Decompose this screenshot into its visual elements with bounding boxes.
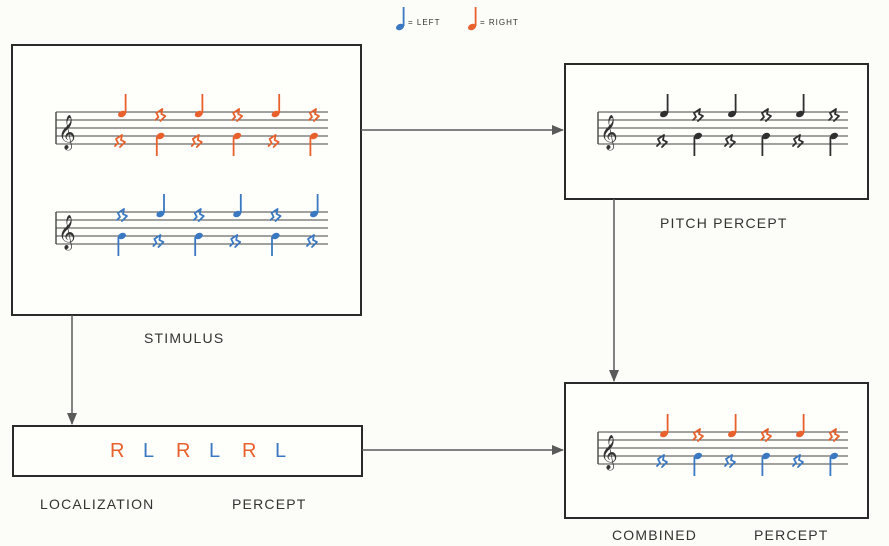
quarter-note xyxy=(271,94,281,118)
quarter-rest xyxy=(152,234,165,248)
quarter-rest xyxy=(154,108,167,122)
pitch-percept-box xyxy=(564,63,869,200)
quarter-rest xyxy=(114,134,126,148)
quarter-note xyxy=(271,232,280,256)
quarter-note xyxy=(155,132,165,156)
pitch-percept-staff: 𝄞 xyxy=(597,94,848,156)
quarter-note xyxy=(693,452,703,476)
quarter-note xyxy=(761,452,771,476)
quarter-rest xyxy=(792,134,804,148)
quarter-note xyxy=(693,132,703,156)
loc-letter-5: R xyxy=(242,440,257,462)
legend-left-text: = LEFT xyxy=(408,18,441,27)
quarter-note xyxy=(727,414,737,438)
quarter-note xyxy=(467,7,477,31)
treble-clef-icon: 𝄞 xyxy=(58,215,76,251)
quarter-note xyxy=(233,194,242,218)
loc-letter-2: L xyxy=(143,440,155,462)
quarter-rest xyxy=(269,208,282,222)
quarter-note xyxy=(659,414,669,438)
quarter-note xyxy=(156,194,165,218)
treble-clef-icon: 𝄞 xyxy=(58,115,76,151)
quarter-rest xyxy=(828,428,840,442)
treble-clef-icon: 𝄞 xyxy=(600,435,618,471)
quarter-note xyxy=(795,414,805,438)
quarter-note xyxy=(761,132,771,156)
combined-percept-box xyxy=(564,382,869,519)
stimulus-box xyxy=(11,44,362,316)
loc-letter-3: R xyxy=(176,440,191,462)
quarter-rest xyxy=(828,108,840,122)
localization-label: LOCALIZATION xyxy=(40,496,155,512)
combined-percept-staff: 𝄞 xyxy=(597,414,848,476)
loc-letter-6: L xyxy=(275,440,287,462)
quarter-note xyxy=(309,194,319,218)
quarter-note xyxy=(194,232,203,256)
quarter-note xyxy=(117,232,127,256)
quarter-rest xyxy=(656,454,668,468)
quarter-note xyxy=(829,132,839,156)
quarter-note xyxy=(232,132,242,156)
quarter-rest xyxy=(116,208,128,222)
loc-letter-4: L xyxy=(209,440,221,462)
stimulus-left-ear-staff: 𝄞 xyxy=(55,194,328,256)
quarter-rest xyxy=(760,428,772,442)
quarter-note xyxy=(795,94,805,118)
localization-box xyxy=(12,425,363,477)
stimulus-right-ear-staff: 𝄞 xyxy=(55,94,328,156)
localization-percept-label: PERCEPT xyxy=(232,496,307,512)
quarter-rest xyxy=(308,108,320,122)
quarter-note xyxy=(659,94,669,118)
quarter-rest xyxy=(229,234,242,248)
quarter-rest xyxy=(231,108,244,122)
quarter-note xyxy=(309,132,319,156)
quarter-note xyxy=(117,94,127,118)
quarter-note xyxy=(727,94,737,118)
quarter-note xyxy=(395,7,405,31)
quarter-rest xyxy=(306,234,318,248)
quarter-rest xyxy=(760,108,772,122)
pitch-percept-label: PITCH PERCEPT xyxy=(660,215,788,231)
quarter-rest xyxy=(656,134,668,148)
combined-percept-label: PERCEPT xyxy=(754,527,829,543)
quarter-note xyxy=(829,452,839,476)
quarter-rest xyxy=(724,454,736,468)
quarter-rest xyxy=(267,134,280,148)
quarter-rest xyxy=(692,428,704,442)
combined-label: COMBINED xyxy=(612,527,698,543)
quarter-note xyxy=(194,94,204,118)
quarter-rest xyxy=(724,134,736,148)
quarter-rest xyxy=(792,454,804,468)
quarter-rest xyxy=(192,208,205,222)
quarter-rest xyxy=(190,134,203,148)
stimulus-label: STIMULUS xyxy=(144,330,225,346)
treble-clef-icon: 𝄞 xyxy=(600,115,618,151)
quarter-rest xyxy=(692,108,704,122)
legend-note-icons xyxy=(395,7,477,31)
legend-right-text: = RIGHT xyxy=(480,18,519,27)
loc-letter-1: R xyxy=(110,440,125,462)
